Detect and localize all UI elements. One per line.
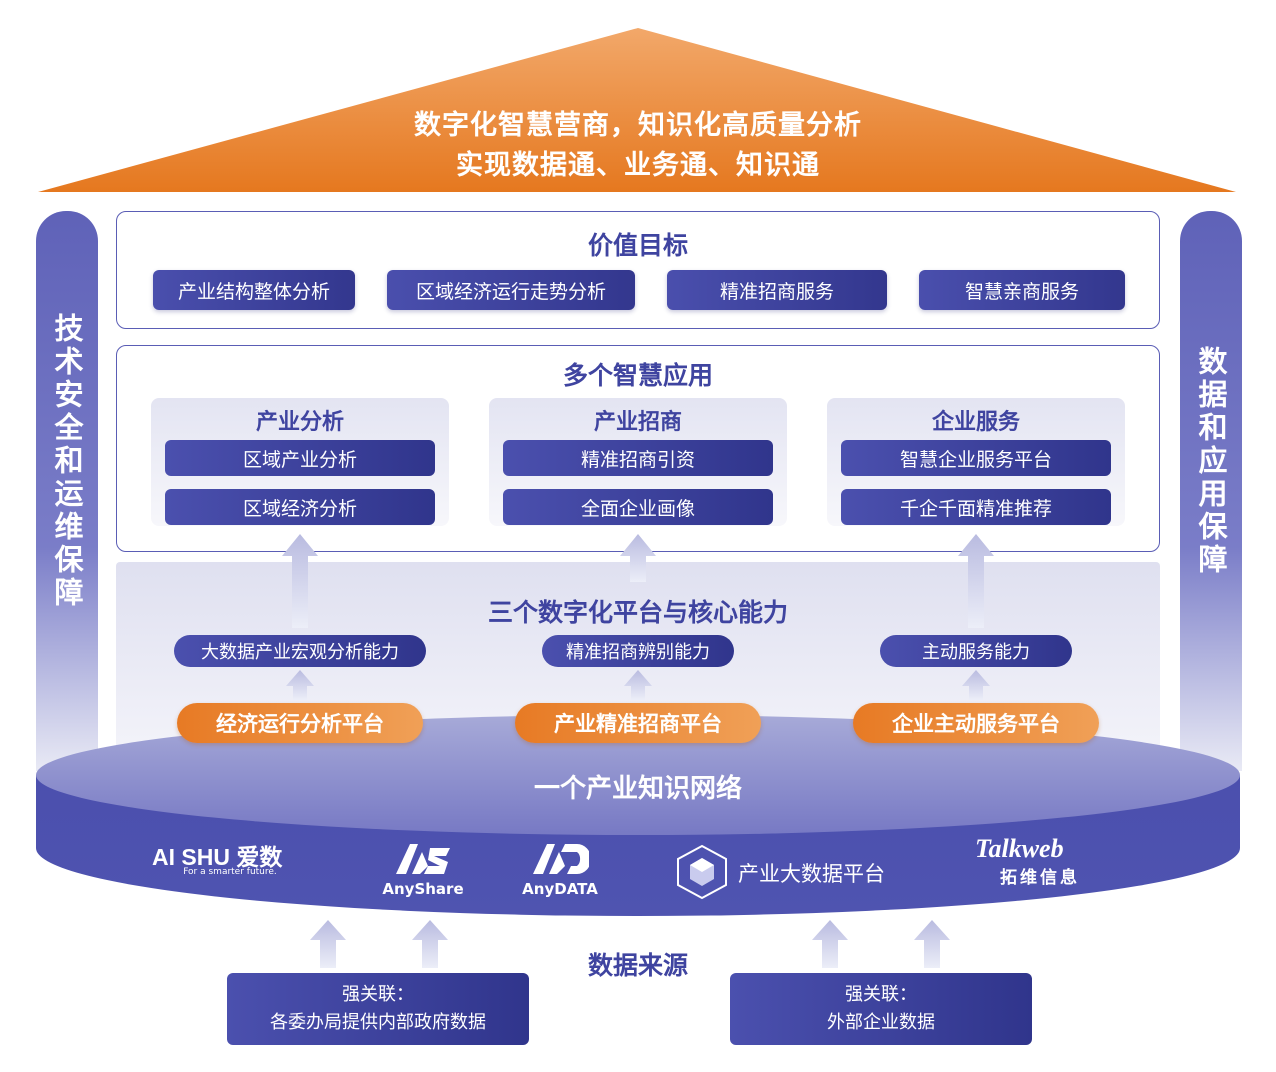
- app-column-3-item-1: 智慧企业服务平台: [841, 440, 1111, 476]
- capability-2: 精准招商辨别能力: [542, 635, 734, 667]
- value-goal-1: 产业结构整体分析: [153, 270, 355, 310]
- bigdata-platform-label: 产业大数据平台: [738, 862, 885, 886]
- anydata-label: AnyDATA: [522, 880, 598, 898]
- value-goal-4: 智慧亲商服务: [919, 270, 1125, 310]
- value-goal-3: 精准招商服务: [667, 270, 887, 310]
- platform-3: 企业主动服务平台: [853, 703, 1099, 743]
- roof-title-line1: 数字化智慧营商，知识化高质量分析: [414, 110, 862, 141]
- value-goals-panel: 价值目标 产业结构整体分析 区域经济运行走势分析 精准招商服务 智慧亲商服务: [116, 211, 1160, 329]
- app-column-1-title: 产业分析: [255, 410, 344, 435]
- anyshare-logo-icon: [396, 844, 450, 874]
- capability-1: 大数据产业宏观分析能力: [174, 635, 426, 667]
- arrow-up-icon: [282, 534, 994, 968]
- data-source-internal-line1: 强关联：: [342, 984, 414, 1005]
- data-source-external-line2: 外部企业数据: [827, 1012, 935, 1033]
- data-source-internal-line2: 各委办局提供内部政府数据: [270, 1012, 486, 1033]
- data-source-title: 数据来源: [587, 951, 688, 980]
- roof-triangle: [38, 28, 1236, 192]
- value-goal-2: 区域经济运行走势分析: [387, 270, 635, 310]
- data-source-external-line1: 强关联：: [845, 984, 917, 1005]
- app-column-2-title: 产业招商: [593, 410, 682, 435]
- app-column-2-item-2: 全面企业画像: [503, 489, 773, 525]
- talkweb-cn-label: 拓维信息: [1000, 868, 1080, 888]
- left-pillar: 技术安全和运维保障: [36, 211, 98, 771]
- aishu-logo: AI SHU 爱数: [152, 844, 283, 870]
- data-source-external: 强关联： 外部企业数据: [730, 973, 1032, 1045]
- anydata-logo-icon: [533, 844, 589, 874]
- capability-3: 主动服务能力: [880, 635, 1072, 667]
- app-column-2-item-1: 精准招商引资: [503, 440, 773, 476]
- data-source-internal: 强关联： 各委办局提供内部政府数据: [227, 973, 529, 1045]
- app-column-1-item-1: 区域产业分析: [165, 440, 435, 476]
- platform-1: 经济运行分析平台: [177, 703, 423, 743]
- value-goals-title: 价值目标: [587, 231, 688, 260]
- cube-platform-icon: [677, 844, 727, 900]
- app-column-3-title: 企业服务: [931, 410, 1020, 435]
- platforms-title: 三个数字化平台与核心能力: [487, 598, 788, 627]
- app-column-3-item-2: 千企千面精准推荐: [841, 489, 1111, 525]
- talkweb-logo: Talkweb: [975, 834, 1064, 863]
- aishu-tagline: For a smarter future.: [183, 867, 277, 877]
- anyshare-label: AnyShare: [382, 880, 464, 898]
- right-pillar: 数据和应用保障: [1180, 211, 1242, 771]
- app-column-1-item-2: 区域经济分析: [165, 489, 435, 525]
- applications-title: 多个智慧应用: [562, 361, 713, 390]
- knowledge-network-title: 一个产业知识网络: [533, 774, 742, 804]
- roof-title-line2: 实现数据通、业务通、知识通: [456, 150, 820, 181]
- platform-2: 产业精准招商平台: [515, 703, 761, 743]
